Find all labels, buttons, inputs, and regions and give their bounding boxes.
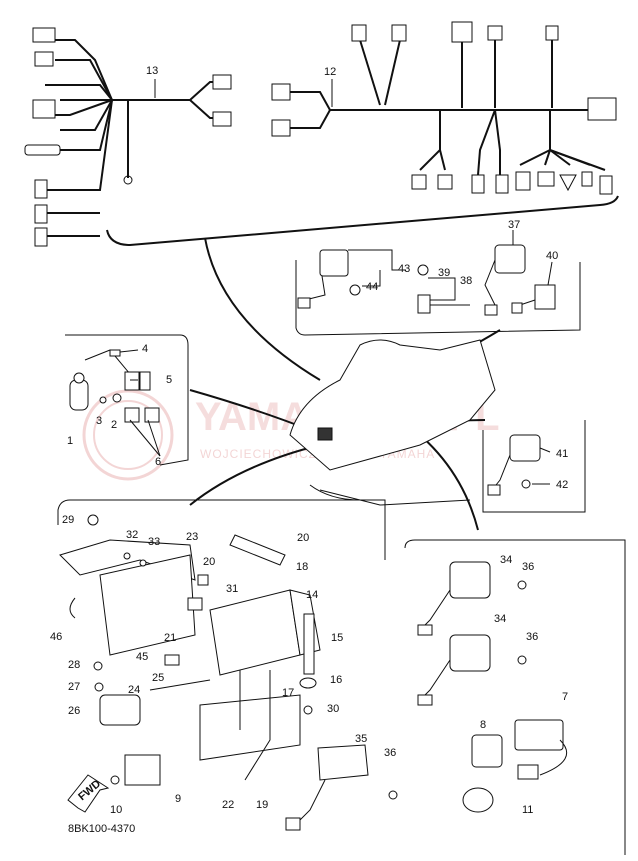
- bracket-panel: [57, 499, 398, 831]
- callout-7: 7: [562, 691, 568, 703]
- callout-18: 18: [296, 561, 308, 573]
- callout-42: 42: [556, 479, 568, 491]
- callout-31: 31: [226, 583, 238, 595]
- callout-19: 19: [256, 799, 268, 811]
- callout-2: 2: [111, 419, 117, 431]
- ignition-panel: [295, 244, 581, 336]
- fwd-arrow: FWD: [67, 774, 110, 813]
- harness-panel: [24, 21, 619, 247]
- callout-12: 12: [324, 66, 336, 78]
- callout-15: 15: [331, 632, 343, 644]
- callout-34-mid: 34: [494, 613, 506, 625]
- callout-4: 4: [142, 343, 148, 355]
- callout-17: 17: [282, 687, 294, 699]
- callout-29: 29: [62, 514, 74, 526]
- callout-20-top: 20: [297, 532, 309, 544]
- callout-5: 5: [166, 374, 172, 386]
- diagram-code: 8BK100-4370: [68, 823, 135, 835]
- callout-10: 10: [110, 804, 122, 816]
- callout-44: 44: [366, 281, 378, 293]
- callout-22: 22: [222, 799, 234, 811]
- harness-12: [271, 21, 617, 195]
- callout-3: 3: [96, 415, 102, 427]
- callout-46: 46: [50, 631, 62, 643]
- callout-24: 24: [128, 684, 140, 696]
- callout-43: 43: [398, 263, 410, 275]
- callout-14: 14: [306, 589, 318, 601]
- callout-27: 27: [68, 681, 80, 693]
- callout-28: 28: [68, 659, 80, 671]
- callout-36-top: 36: [522, 561, 534, 573]
- sensor-panel: [404, 539, 626, 855]
- callout-26: 26: [68, 705, 80, 717]
- relay-panel: [482, 420, 586, 513]
- callout-40: 40: [546, 250, 558, 262]
- callout-21: 21: [164, 632, 176, 644]
- callout-38: 38: [460, 275, 472, 287]
- callout-37: 37: [508, 219, 520, 231]
- callout-23: 23: [186, 531, 198, 543]
- callout-36-bottom: 36: [384, 747, 396, 759]
- callout-25: 25: [152, 672, 164, 684]
- callout-36-mid: 36: [526, 631, 538, 643]
- leader-lines: [119, 79, 553, 485]
- callout-34-top: 34: [500, 554, 512, 566]
- harness-13: [24, 27, 232, 247]
- callout-1: 1: [67, 435, 73, 447]
- callout-16: 16: [330, 674, 342, 686]
- callout-30: 30: [327, 703, 339, 715]
- callout-8: 8: [480, 719, 486, 731]
- callout-20-mid: 20: [203, 556, 215, 568]
- snowmobile: [289, 339, 496, 506]
- callout-6: 6: [155, 456, 161, 468]
- callout-13: 13: [146, 65, 158, 77]
- callout-11: 11: [522, 804, 533, 816]
- callout-45: 45: [136, 651, 148, 663]
- callout-33: 33: [148, 536, 160, 548]
- callout-35: 35: [355, 733, 367, 745]
- callout-labels: 13 12 37 43 44 39 38 40 4 5 3 2 1 6 41 4…: [50, 65, 568, 816]
- callout-32: 32: [126, 529, 138, 541]
- callout-9: 9: [175, 793, 181, 805]
- callout-41: 41: [556, 448, 568, 460]
- callout-39: 39: [438, 267, 450, 279]
